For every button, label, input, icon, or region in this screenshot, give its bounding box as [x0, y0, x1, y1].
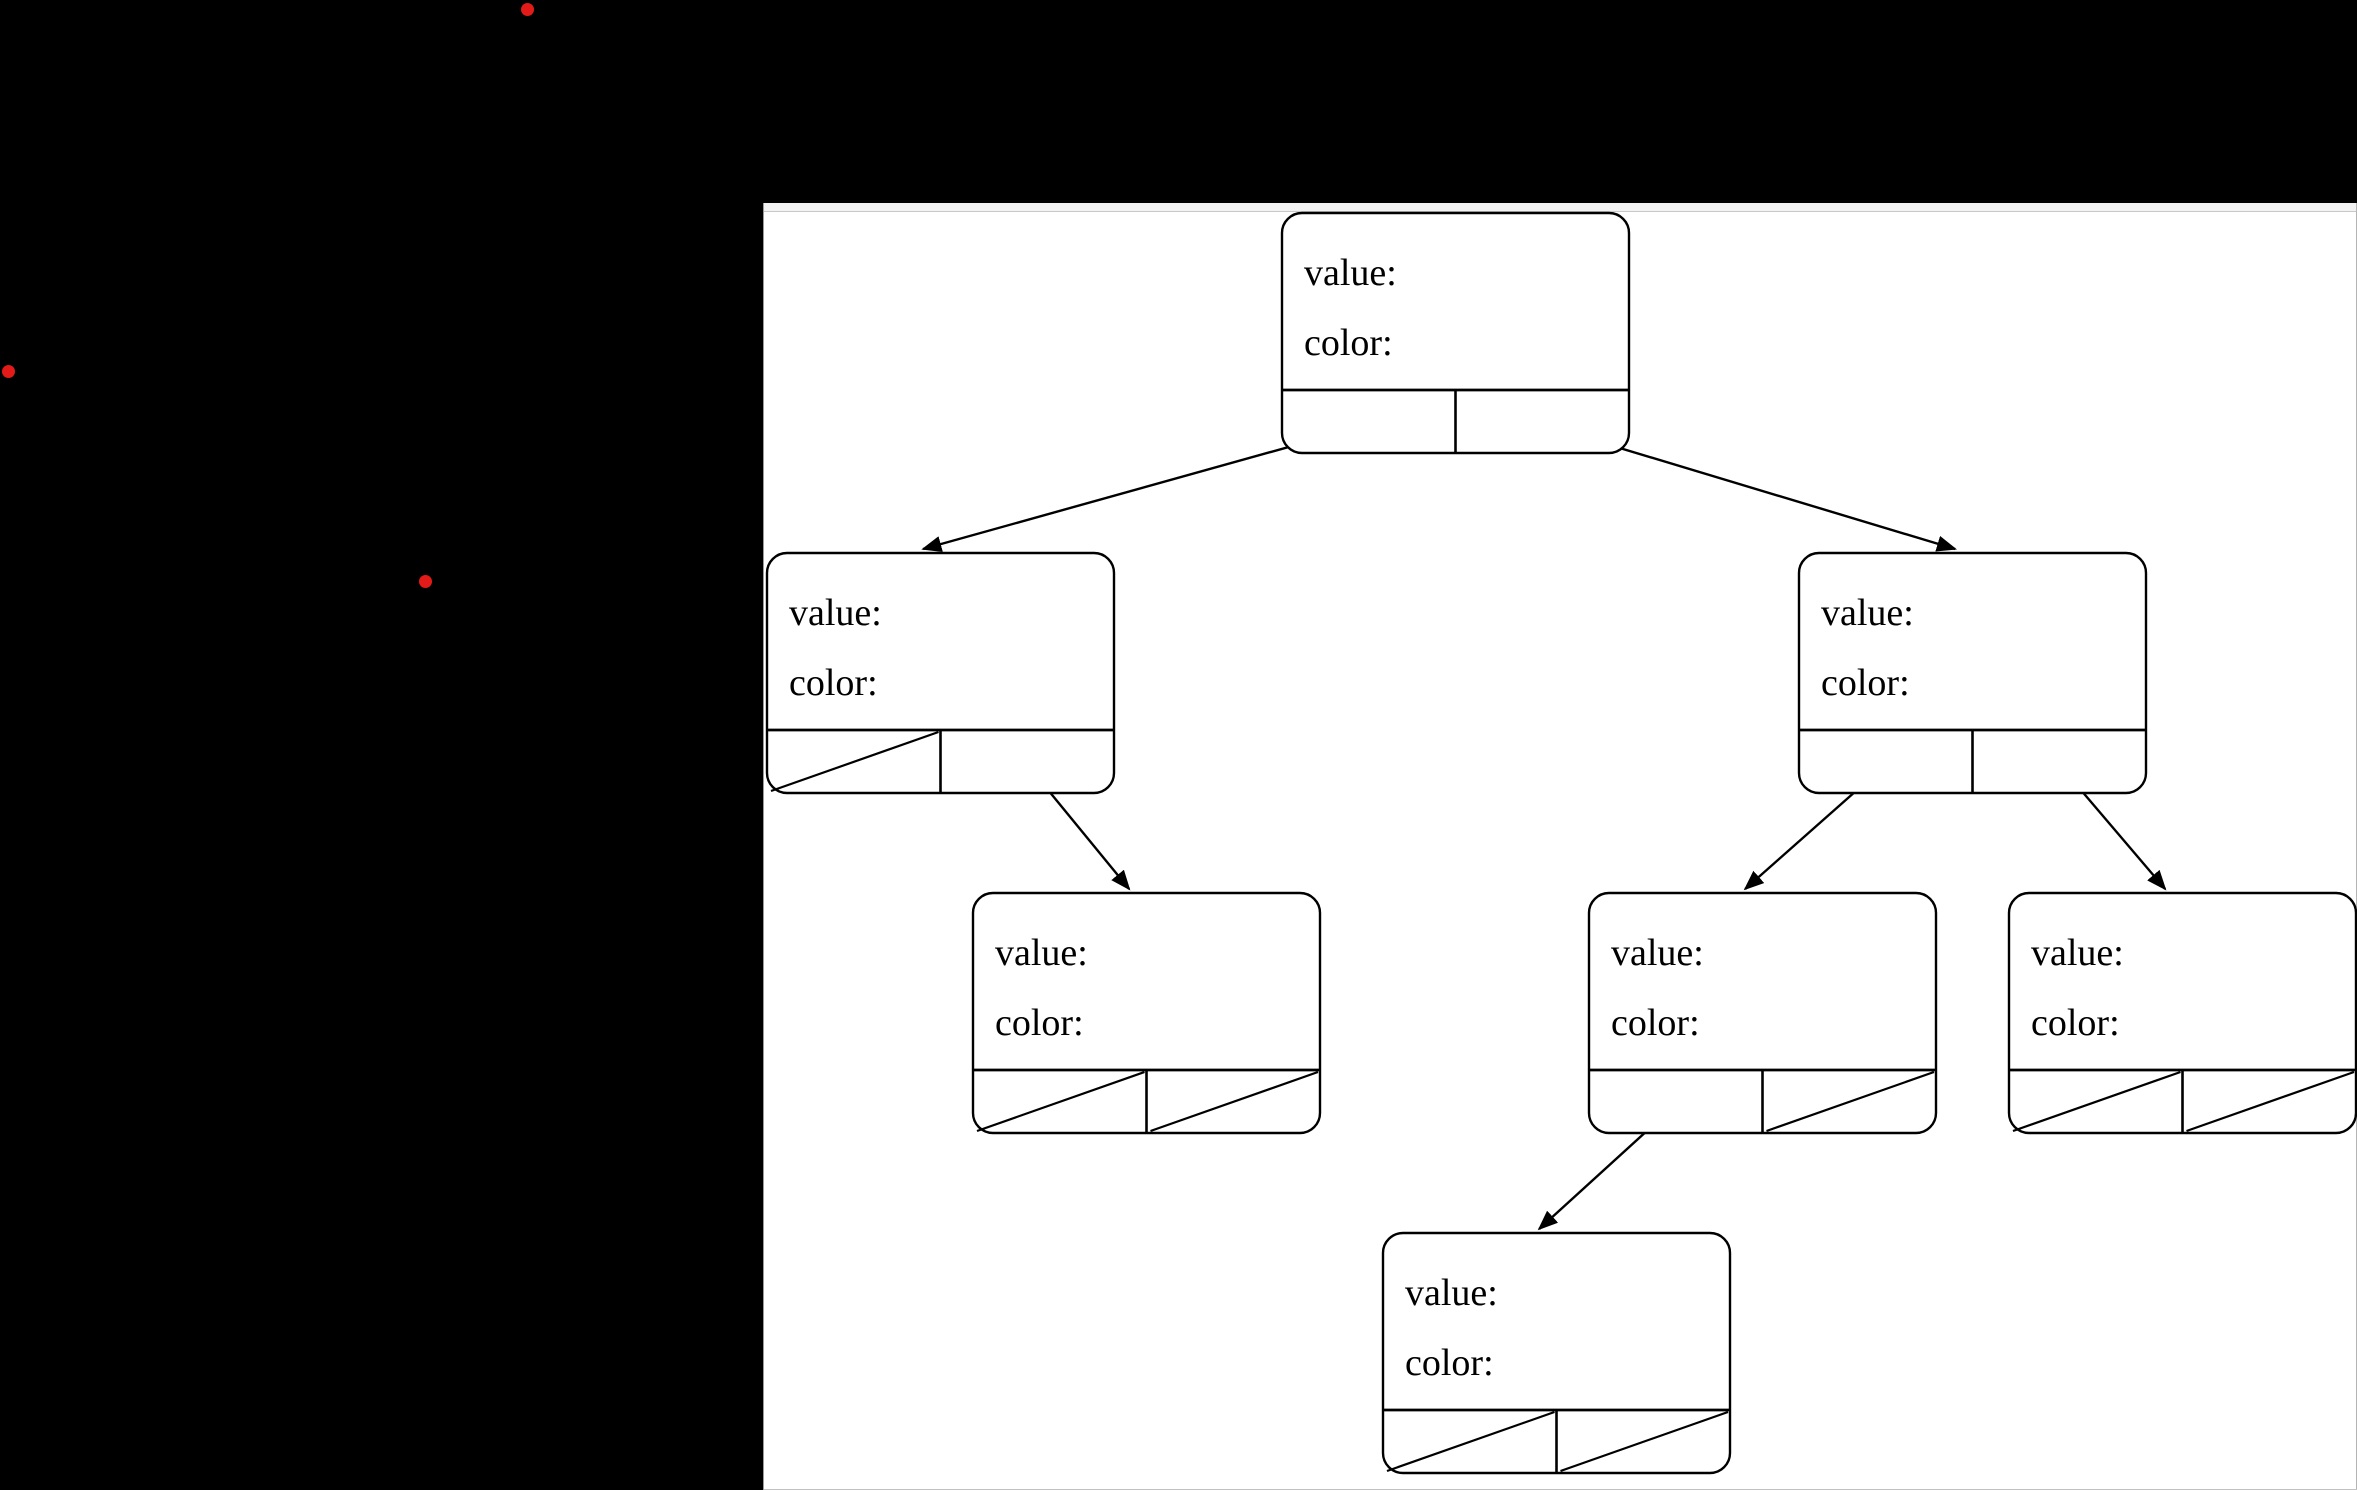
node-left-null-slash	[976, 1070, 1145, 1133]
marker-dot-left	[2, 365, 15, 378]
tree-node-left-child-right-leaf[interactable]: value: color:	[971, 891, 1322, 1135]
tree-node-right-child-right-leaf[interactable]: value: color:	[2007, 891, 2357, 1135]
node-value-label: value:	[1304, 252, 1397, 294]
document-viewer-panel[interactable]: value:color:value:color:value:color:valu…	[763, 203, 2357, 1490]
tree-nodes-layer: value:color:value:color:value:color:valu…	[765, 211, 2357, 1475]
node-left-null-slash	[2012, 1070, 2181, 1133]
node-right-null-slash	[1150, 1070, 1319, 1133]
marker-dot-middle	[419, 575, 432, 588]
tree-node-bottom-leaf[interactable]: value: color:	[1381, 1231, 1732, 1475]
tree-node-right-child[interactable]: value: color:	[1797, 551, 2148, 795]
node-value-label: value:	[2031, 932, 2124, 974]
marker-dot-top	[521, 3, 534, 16]
tree-node-right-child-left[interactable]: value: color:	[1587, 891, 1938, 1135]
node-color-label: color:	[789, 662, 878, 704]
node-value-label: value:	[1611, 932, 1704, 974]
node-value-label: value:	[1405, 1272, 1498, 1314]
node-color-label: color:	[1611, 1002, 1700, 1044]
tree-node-root[interactable]: value: color:	[1280, 211, 1631, 455]
node-value-label: value:	[789, 592, 882, 634]
node-color-label: color:	[2031, 1002, 2120, 1044]
node-color-label: color:	[995, 1002, 1084, 1044]
node-color-label: color:	[1821, 662, 1910, 704]
tree-node-left-child[interactable]: value: color:	[765, 551, 1116, 795]
node-right-null-slash	[2186, 1070, 2355, 1133]
node-right-null-slash	[1766, 1070, 1935, 1133]
node-left-null-slash	[1386, 1410, 1555, 1473]
node-left-null-slash	[770, 730, 939, 793]
panel-top-strip	[764, 203, 2357, 212]
node-value-label: value:	[1821, 592, 1914, 634]
node-color-label: color:	[1304, 322, 1393, 364]
node-color-label: color:	[1405, 1342, 1494, 1384]
tree-diagram-canvas[interactable]: value:color:value:color:value:color:valu…	[764, 203, 2357, 1490]
node-value-label: value:	[995, 932, 1088, 974]
node-right-null-slash	[1560, 1410, 1729, 1473]
